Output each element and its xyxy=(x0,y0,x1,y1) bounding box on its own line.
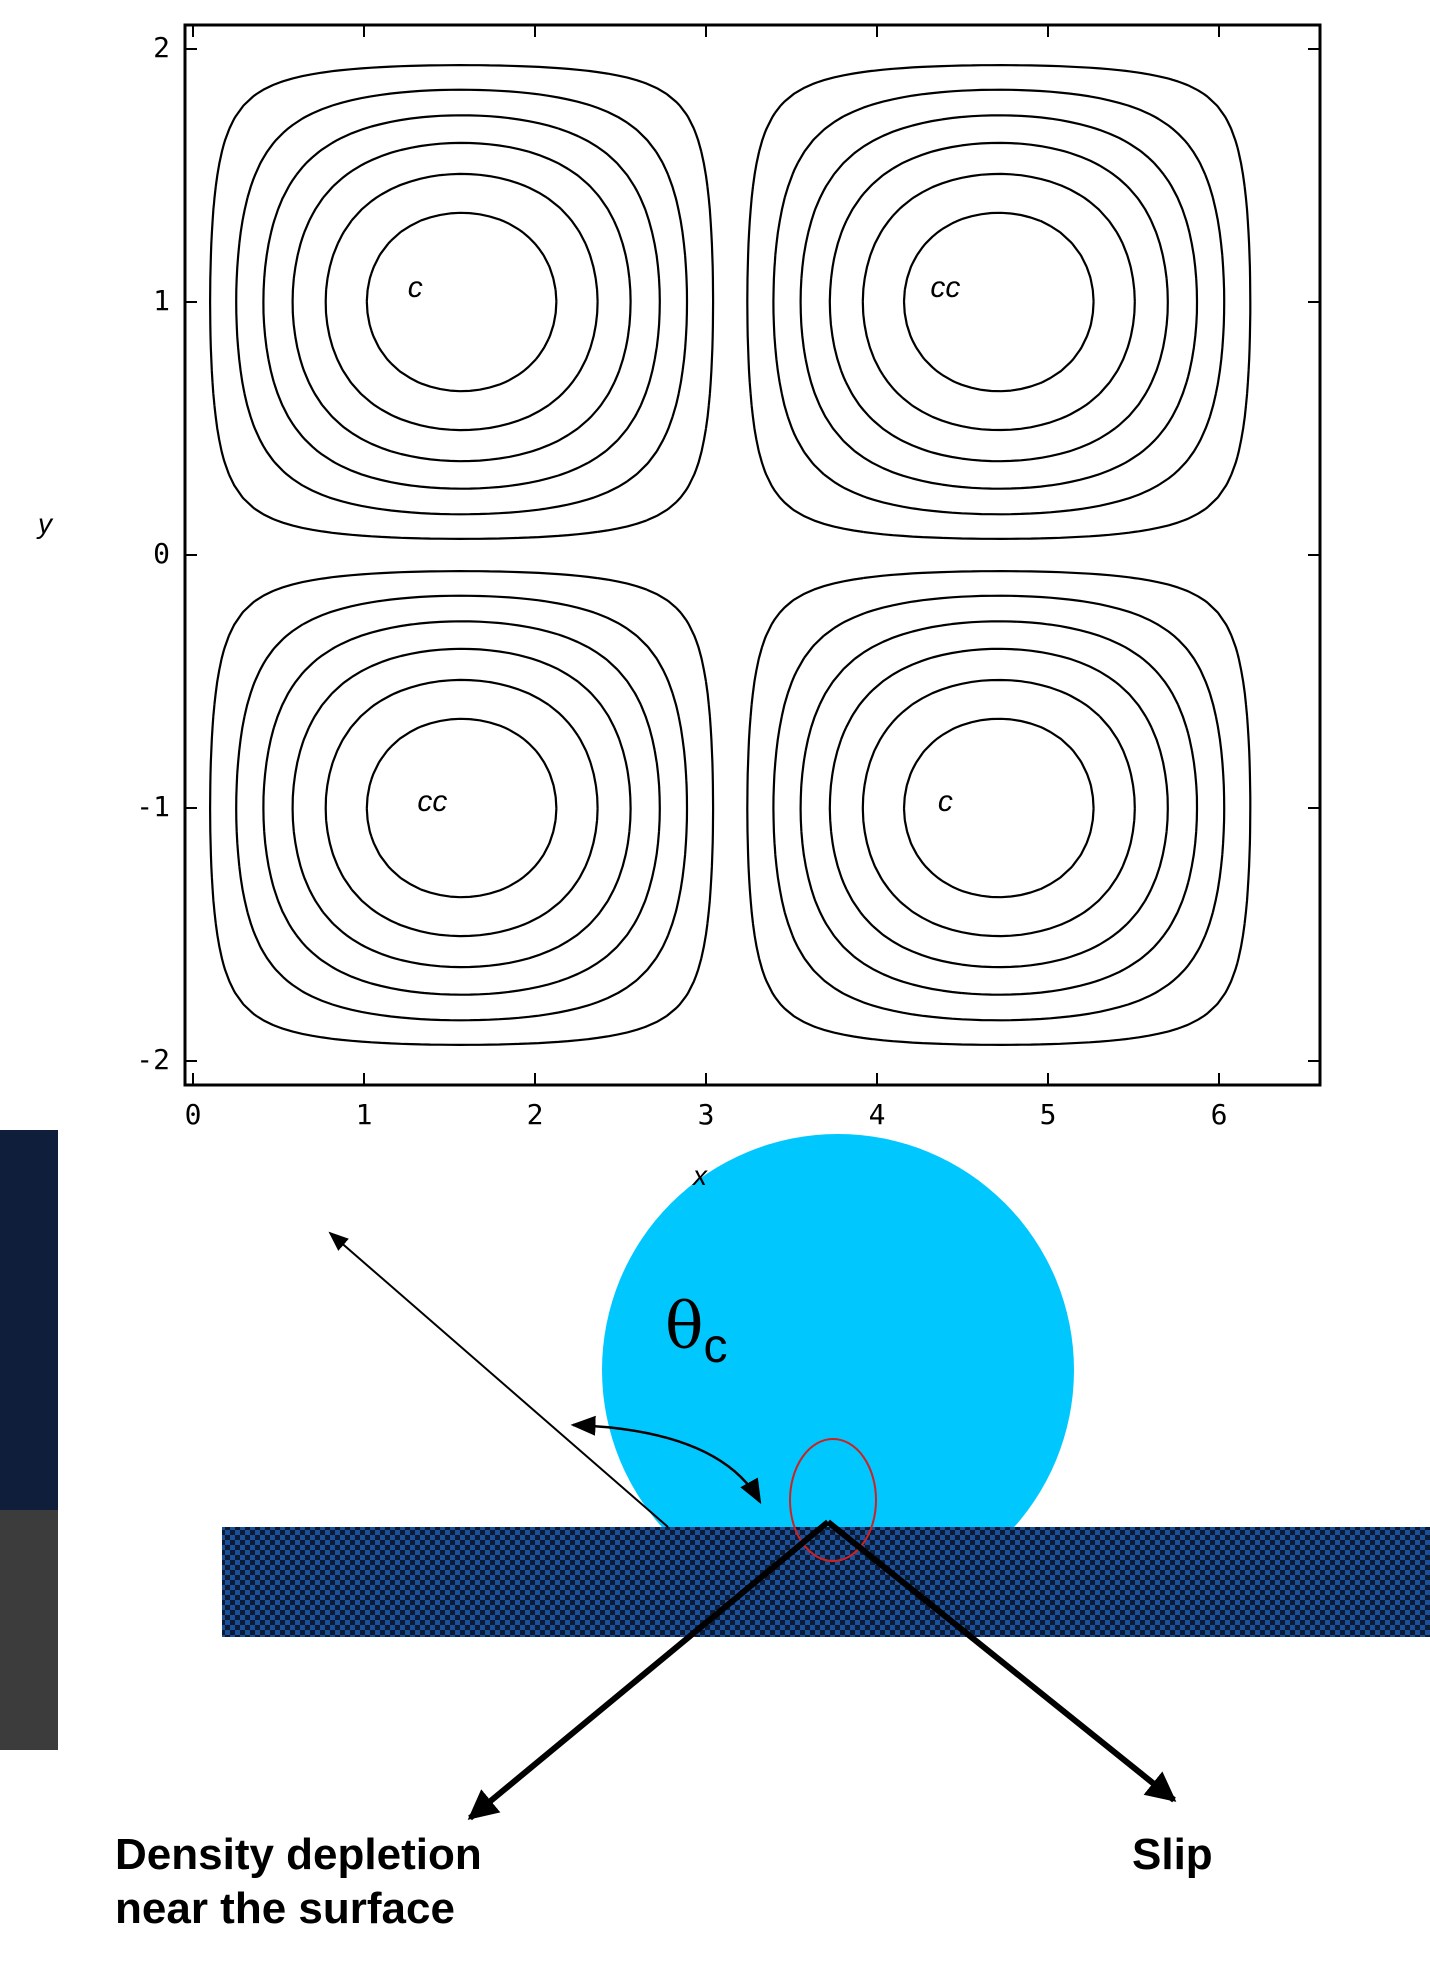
y-tick-label: 2 xyxy=(153,31,170,64)
contour-path xyxy=(209,64,1252,1046)
y-tick-label: 1 xyxy=(153,284,170,317)
axis-ticks xyxy=(185,25,1320,1085)
contour-lines xyxy=(209,64,1252,1046)
x-axis-label: x xyxy=(693,1160,707,1191)
slip-callout: Slip xyxy=(1132,1830,1213,1879)
density-depletion-callout: Density depletion near the surface xyxy=(115,1828,482,1936)
x-tick-label: 3 xyxy=(697,1098,715,1131)
photo-fragment-dark xyxy=(0,1130,58,1510)
vortex-label: cc xyxy=(417,784,448,818)
x-tick-label: 5 xyxy=(1039,1098,1057,1131)
y-tick-label: 0 xyxy=(153,537,170,570)
x-tick-label: 2 xyxy=(526,1098,544,1131)
substrate xyxy=(222,1527,1430,1637)
slip-arrow xyxy=(826,1519,1177,1803)
theta-symbol: θ xyxy=(665,1290,704,1364)
x-tick-label: 1 xyxy=(355,1098,373,1131)
density-depletion-line2: near the surface xyxy=(115,1884,455,1933)
y-tick-label: -1 xyxy=(136,790,170,823)
x-tick-label: 4 xyxy=(868,1098,886,1131)
y-axis-label: y xyxy=(38,508,52,539)
angle-arc-arrow xyxy=(570,1415,762,1505)
density-depletion-arrow xyxy=(467,1519,830,1821)
y-tick-label: -2 xyxy=(136,1043,170,1076)
x-tick-label: 6 xyxy=(1210,1098,1228,1131)
vortex-label: c xyxy=(937,784,953,818)
contact-angle-label: θc xyxy=(665,1290,728,1374)
vortex-label: c xyxy=(407,271,423,305)
density-depletion-line1: Density depletion xyxy=(115,1830,482,1879)
vortex-label: cc xyxy=(930,271,961,305)
contact-line-marker xyxy=(789,1438,877,1562)
theta-subscript: c xyxy=(703,1320,728,1373)
x-tick-label: 0 xyxy=(184,1098,202,1131)
photo-fragment-grey xyxy=(0,1510,58,1750)
